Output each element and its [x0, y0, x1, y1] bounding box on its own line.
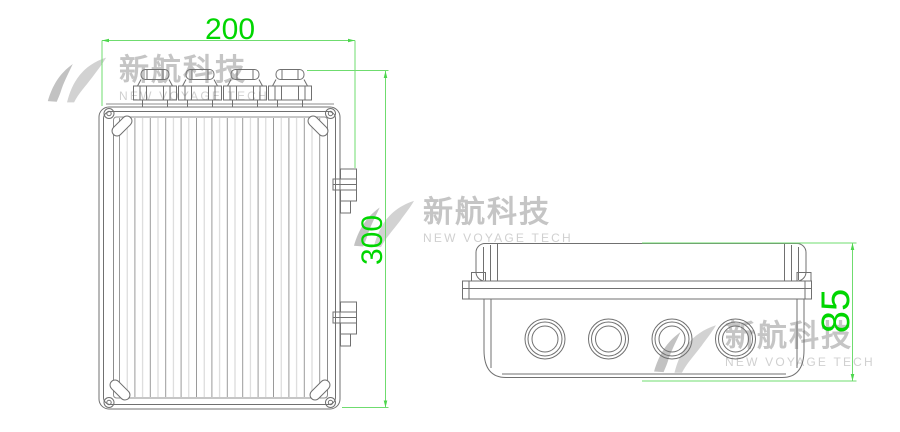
dim-depth-label: 85 [814, 288, 858, 334]
lid-profile [475, 243, 807, 282]
corner-screw [325, 108, 336, 119]
cable-gland [268, 69, 312, 108]
rib-panel-border [113, 116, 328, 399]
body-profile [483, 299, 805, 378]
cable-gland [133, 69, 177, 108]
knockout-hole [588, 318, 629, 360]
dimension-height [307, 70, 389, 408]
front-view [98, 69, 357, 410]
corner-chamfer [111, 115, 133, 137]
side-latch [332, 301, 357, 347]
lid-tab [796, 272, 812, 282]
corner-screw [103, 108, 115, 119]
flange [462, 280, 812, 300]
rib-panel [119, 118, 323, 397]
dim-width-label: 200 [204, 13, 256, 46]
knockout-hole [524, 318, 566, 360]
cable-gland [223, 69, 267, 108]
corner-chamfer [309, 379, 331, 401]
corner-screw [325, 397, 336, 408]
cable-gland [178, 69, 222, 108]
corner-screw [103, 397, 115, 408]
enclosure-outer-edge [98, 106, 341, 410]
knockout-hole [651, 318, 693, 360]
dim-height-label: 300 [356, 214, 389, 266]
corner-chamfer [109, 379, 131, 401]
knockout-hole [715, 318, 756, 360]
side-latch [332, 168, 357, 214]
corner-chamfer [307, 115, 329, 137]
dimension-depth [642, 242, 857, 382]
side-view [462, 243, 812, 378]
dimension-width [101, 38, 356, 168]
enclosure-lid-edge [103, 111, 336, 405]
